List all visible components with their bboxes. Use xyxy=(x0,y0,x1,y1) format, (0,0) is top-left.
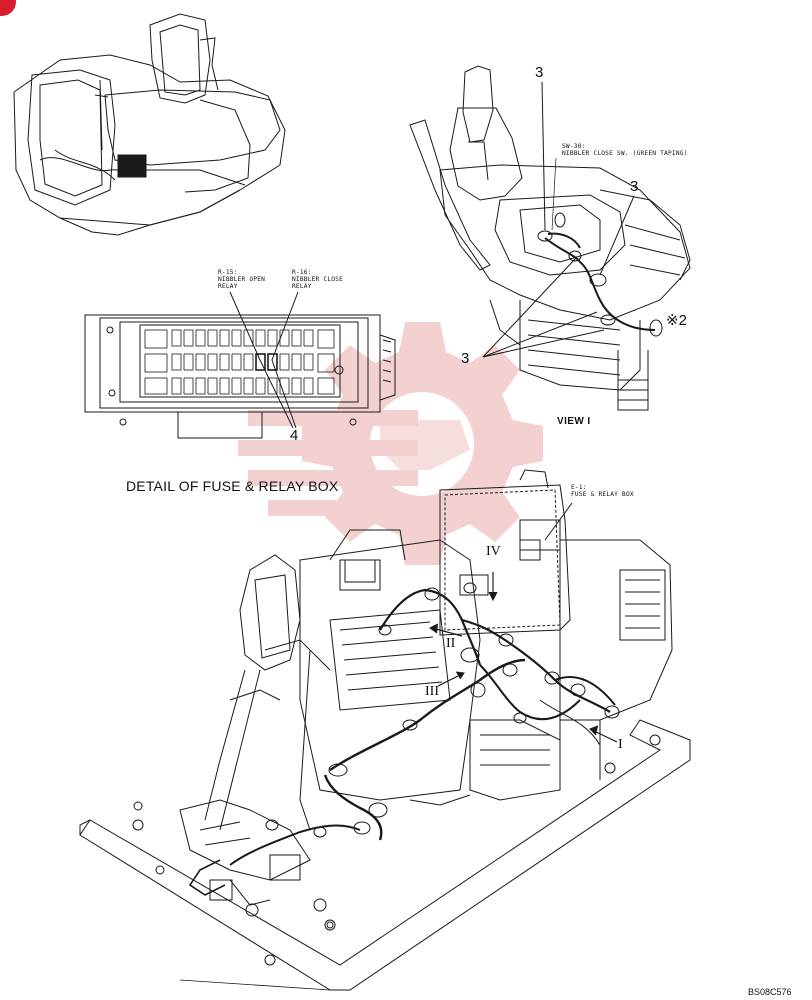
excavator-thumbnail xyxy=(13,13,286,236)
gear-watermark-icon xyxy=(238,322,543,565)
document-id: BS08C576 xyxy=(748,987,792,997)
floor-frame-assembly xyxy=(79,469,691,991)
callout-3-top: 3 xyxy=(535,64,544,81)
arrow-label-iii: III xyxy=(425,684,439,699)
r16-note: R-16: NIBBLER CLOSE RELAY xyxy=(292,269,344,291)
e1-note: E-1: FUSE & RELAY BOX xyxy=(571,484,634,499)
arrow-label-ii: II xyxy=(446,636,456,651)
r15-note: R-15: NIBBLER OPEN RELAY xyxy=(218,269,266,291)
arrow-label-iv: IV xyxy=(486,544,501,559)
fuse-relay-box xyxy=(84,291,396,439)
corner-badge-icon xyxy=(0,0,16,16)
view-label: VIEW I xyxy=(557,416,591,427)
arrow-label-i: I xyxy=(618,737,623,752)
sw30-note: SW-30: NIBBLER CLOSE SW. (GREEN TAPING) xyxy=(562,143,688,158)
detail-title: DETAIL OF FUSE & RELAY BOX xyxy=(126,478,339,494)
control-lever-view xyxy=(409,65,691,411)
callout-3-lower: 3 xyxy=(461,350,470,367)
connector-cluster xyxy=(344,519,561,596)
callout-note-2: ※2 xyxy=(666,312,687,329)
callout-3-right: 3 xyxy=(630,178,639,195)
callout-4: 4 xyxy=(290,427,299,444)
